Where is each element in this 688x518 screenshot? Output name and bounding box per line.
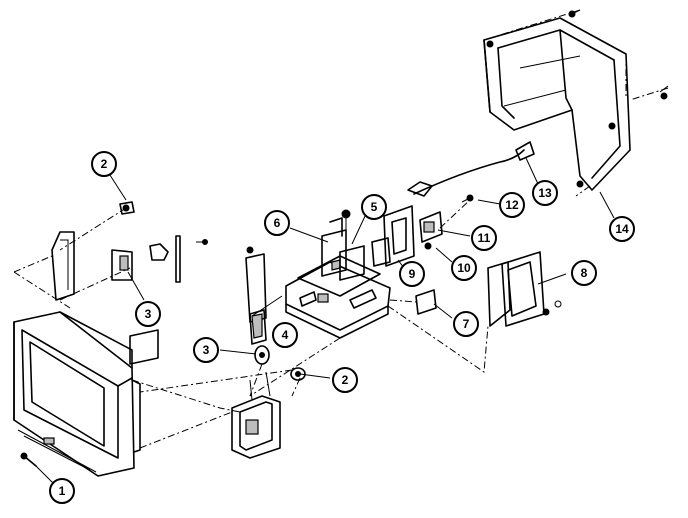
small-board-part-7 [415,289,437,315]
callout-14-label: 14 [615,222,629,236]
rear-bracket-part-8 [487,251,567,327]
callout-8-label: 8 [581,266,588,280]
callout-2-lower-label: 2 [342,373,349,387]
main-chassis-pcb [285,209,391,339]
callout-7: 7 [453,311,479,337]
bracket-assembly-parts-9-11 [371,205,443,267]
left-speaker-bracket [51,231,208,365]
rear-cabinet-part-14 [483,9,669,191]
callout-13-label: 13 [538,186,552,200]
callout-1: 1 [49,478,75,504]
callout-12: 12 [499,192,525,218]
callout-3-front: 3 [193,337,219,363]
callout-3-left-label: 3 [145,307,152,321]
callout-4-label: 4 [282,328,289,342]
callout-1-label: 1 [59,484,66,498]
callout-6: 6 [264,210,290,236]
callout-14: 14 [609,216,635,242]
callout-12-label: 12 [505,198,519,212]
callout-9-label: 9 [409,267,416,281]
callout-4: 4 [272,322,298,348]
callout-6-label: 6 [274,216,281,230]
callout-2-upper: 2 [91,151,117,177]
knob-part-2-lower [290,367,306,381]
callout-5-label: 5 [371,200,378,214]
knob-part-3-front [254,345,270,365]
front-cabinet [13,311,141,477]
callout-10-label: 10 [457,261,471,275]
screw-part-1 [20,452,55,485]
callout-5: 5 [361,194,387,220]
alignment-lines [13,9,669,449]
callout-7-label: 7 [463,317,470,331]
callout-8: 8 [571,260,597,286]
callout-11-label: 11 [478,231,491,245]
callout-13: 13 [532,180,558,206]
knob-part-2-upper [119,201,135,215]
callout-3-front-label: 3 [203,343,210,357]
callout-10: 10 [451,255,477,281]
power-cord-parts-12-13 [407,141,535,203]
leader-lines [107,157,615,379]
callout-11: 11 [471,225,497,251]
callout-3-left: 3 [135,301,161,327]
callout-2-upper-label: 2 [101,157,108,171]
callout-2-lower: 2 [332,367,358,393]
callout-9: 9 [399,261,425,287]
